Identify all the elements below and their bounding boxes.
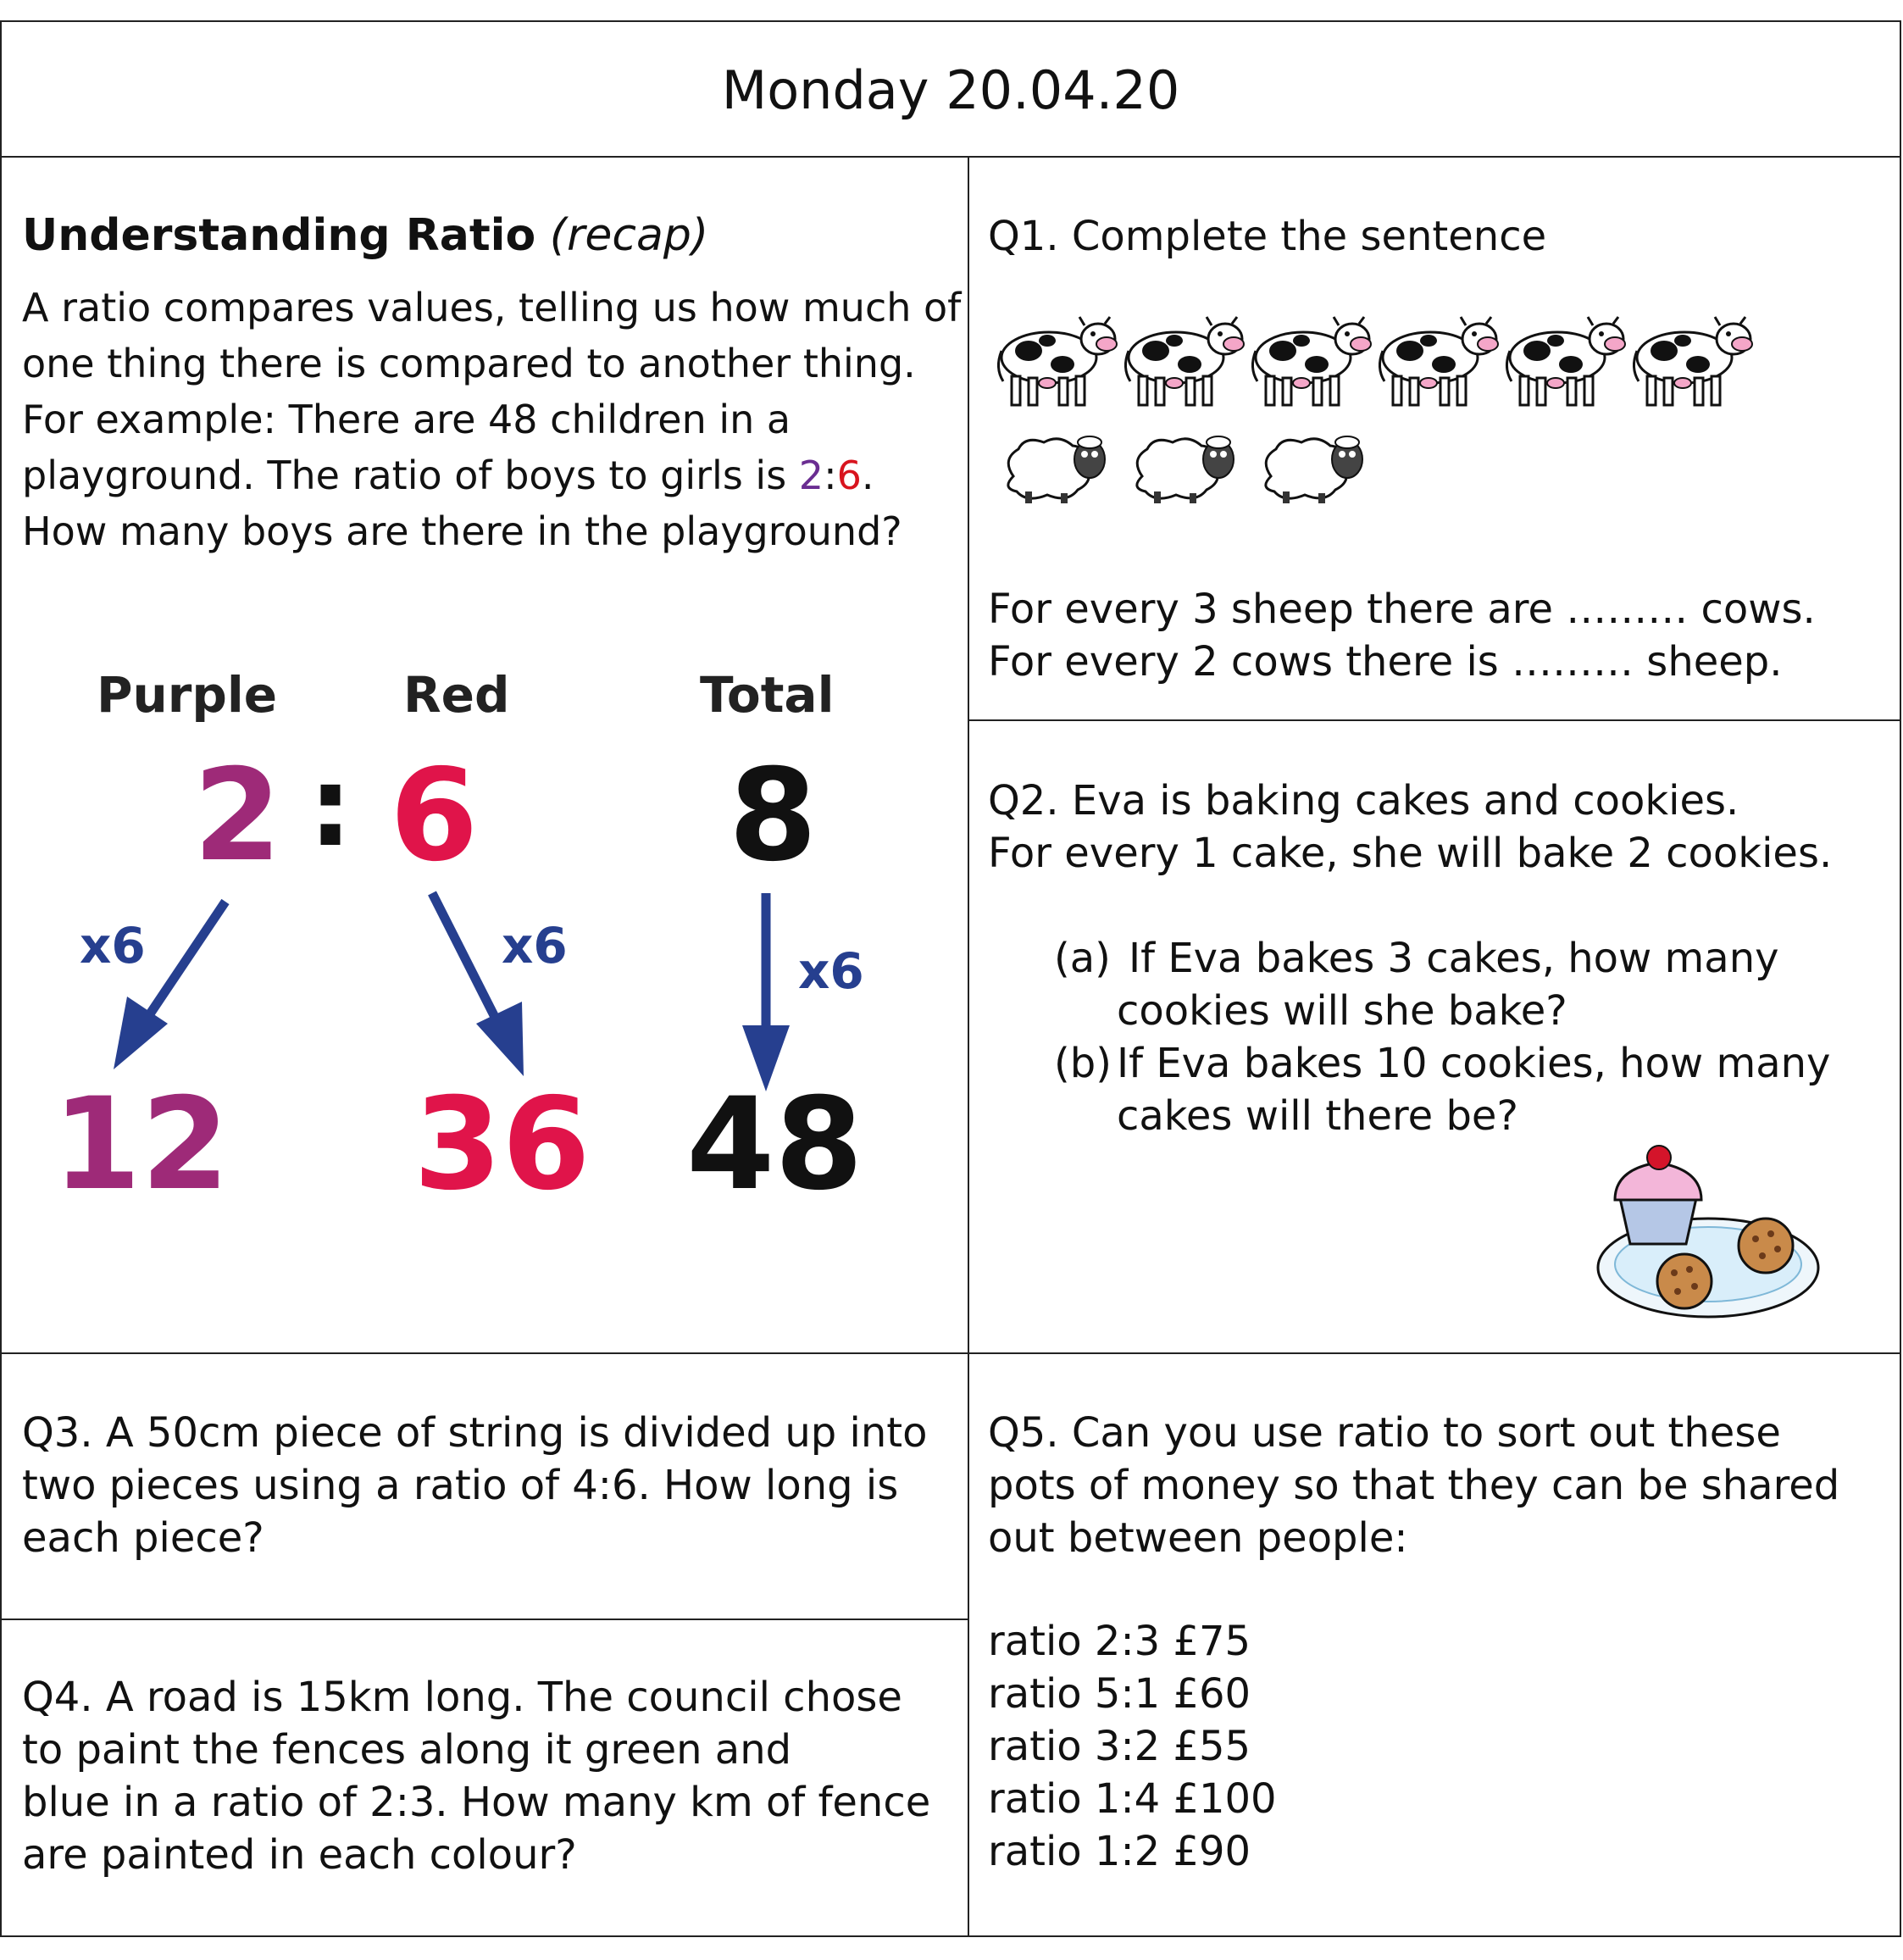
divider-middle <box>2 1352 1900 1354</box>
q2-part-b-line-2: cakes will there be? <box>1117 1092 1518 1140</box>
q5-line-2: pots of money so that they can be shared <box>988 1462 1840 1509</box>
cupcake-cookies-illustration <box>1596 1145 1820 1319</box>
recap-line-1: A ratio compares values, telling us how … <box>22 285 962 330</box>
q2-part-a-label: (a) <box>1054 935 1111 982</box>
top-colon: : <box>308 742 352 871</box>
divider-q3-q4 <box>2 1619 968 1620</box>
q3-line-3: each piece? <box>22 1514 264 1562</box>
recap-line-4: playground. The ratio of boys to girls i… <box>22 447 963 503</box>
q1-sentence-1: For every 3 sheep there are ……… cows. <box>988 586 1816 633</box>
bottom-red: 36 <box>413 1071 591 1219</box>
q4-line-1: Q4. A road is 15km long. The council cho… <box>22 1674 902 1721</box>
label-total: Total <box>700 666 835 724</box>
q4-cell: Q4. A road is 15km long. The council cho… <box>22 1671 963 1881</box>
arrow-purple-line <box>141 898 230 1024</box>
recap-heading-bold: Understanding Ratio <box>22 210 536 261</box>
label-purple: Purple <box>97 666 278 724</box>
q2-part-b: (b)If Eva bakes 10 cookies, how many <box>1054 1037 1884 1090</box>
multiplier-purple: x6 <box>80 917 146 974</box>
multiplier-red: x6 <box>502 917 568 974</box>
arrow-total-head <box>742 1025 790 1091</box>
label-red: Red <box>403 666 510 724</box>
recap-ratio-colon: : <box>824 453 837 498</box>
q2-line-1: Q2. Eva is baking cakes and cookies. <box>988 777 1739 825</box>
recap-ratio-red: 6 <box>836 453 862 498</box>
sheep-icon <box>1007 435 1107 505</box>
recap-cell: Understanding Ratio (recap) A ratio comp… <box>22 210 963 559</box>
q2-part-b-line-1: If Eva bakes 10 cookies, how many <box>1117 1040 1831 1087</box>
q2-line-2: For every 1 cake, she will bake 2 cookie… <box>988 830 1833 877</box>
recap-line-2: one thing there is compared to another t… <box>22 341 916 386</box>
q1-title: Q1. Complete the sentence <box>988 213 1547 260</box>
q5-cell: Q5. Can you use ratio to sort out these … <box>988 1407 1886 1878</box>
arrow-red-line <box>428 891 506 1033</box>
q1-cell: Q1. Complete the sentence <box>988 210 1886 702</box>
sheep-icon <box>1264 435 1364 505</box>
q5-ratio-5: ratio 1:2 £90 <box>988 1828 1251 1875</box>
top-total: 8 <box>729 742 818 890</box>
q2-cell: Q2. Eva is baking cakes and cookies. For… <box>988 775 1886 1334</box>
q4-line-2: to paint the fences along it green and <box>22 1726 792 1774</box>
q5-ratio-1: ratio 2:3 £75 <box>988 1618 1251 1665</box>
recap-ratio-purple: 2 <box>798 453 824 498</box>
divider-header <box>2 156 1900 158</box>
sheep-icon <box>1135 435 1235 505</box>
ratio-arrows <box>114 891 790 1091</box>
divider-q1-q2 <box>968 719 1900 721</box>
q4-line-3: blue in a ratio of 2:3. How many km of f… <box>22 1779 931 1826</box>
q3-line-2: two pieces using a ratio of 4:6. How lon… <box>22 1462 899 1509</box>
q2-part-a: (a) If Eva bakes 3 cakes, how many <box>1054 932 1884 985</box>
page-title: Monday 20.04.20 <box>721 59 1180 121</box>
q5-ratio-3: ratio 3:2 £55 <box>988 1723 1251 1770</box>
animals-illustration <box>996 315 1754 505</box>
cow-icon <box>996 315 1118 407</box>
q2-part-a-line-2: cookies will she bake? <box>1117 987 1567 1035</box>
cow-icon <box>1123 315 1246 407</box>
recap-heading-italic: (recap) <box>549 210 709 261</box>
multiplier-total: x6 <box>798 942 864 1000</box>
q1-sentence-2: For every 2 cows there is ……… sheep. <box>988 638 1783 686</box>
q5-line-1: Q5. Can you use ratio to sort out these <box>988 1409 1781 1457</box>
q3-cell: Q3. A 50cm piece of string is divided up… <box>22 1407 963 1564</box>
cow-icon <box>1251 315 1373 407</box>
ratio-diagram: Purple Red Total 2 : 6 8 x6 x6 x6 12 36 … <box>2 615 968 1259</box>
recap-line-4-suffix: . <box>861 453 874 498</box>
cow-icon <box>1378 315 1500 407</box>
divider-vertical <box>968 156 969 1937</box>
q5-ratio-2: ratio 5:1 £60 <box>988 1670 1251 1718</box>
recap-line-3: For example: There are 48 children in a <box>22 397 791 442</box>
bottom-purple: 12 <box>53 1071 230 1219</box>
top-red: 6 <box>390 742 479 890</box>
q5-line-3: out between people: <box>988 1514 1408 1562</box>
recap-heading: Understanding Ratio (recap) <box>22 210 963 261</box>
q2-part-a-line-1: If Eva bakes 3 cakes, how many <box>1129 935 1779 982</box>
q3-line-1: Q3. A 50cm piece of string is divided up… <box>22 1409 928 1457</box>
q4-line-4: are painted in each colour? <box>22 1831 577 1879</box>
cow-icon <box>1632 315 1754 407</box>
arrow-purple-head <box>114 997 168 1069</box>
top-purple: 2 <box>193 742 282 890</box>
arrow-red-head <box>476 1002 524 1076</box>
cow-icon <box>1505 315 1627 407</box>
recap-line-4-prefix: playground. The ratio of boys to girls i… <box>22 453 799 498</box>
q2-part-b-label: (b) <box>1054 1040 1112 1087</box>
q5-ratio-4: ratio 1:4 £100 <box>988 1775 1277 1823</box>
recap-line-5: How many boys are there in the playgroun… <box>22 508 902 554</box>
bottom-total: 48 <box>686 1071 863 1219</box>
worksheet: Monday 20.04.20 Understanding Ratio (rec… <box>0 20 1901 1937</box>
